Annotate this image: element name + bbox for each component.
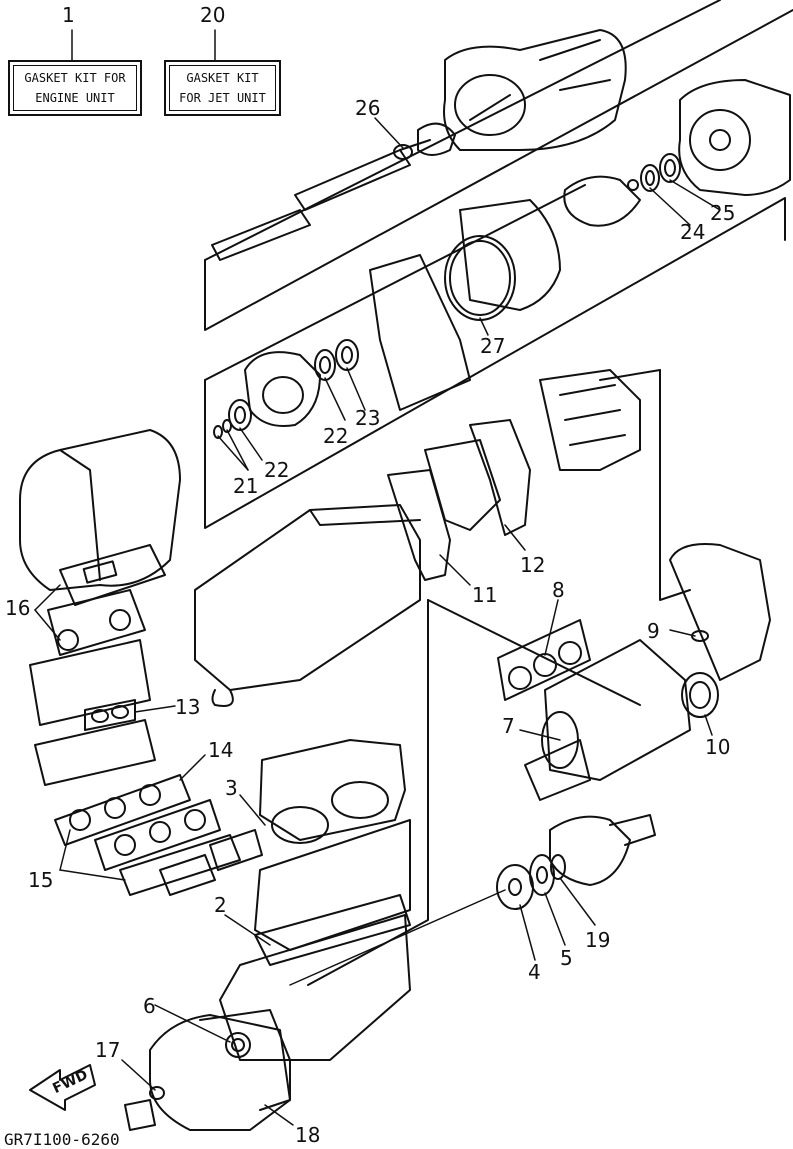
drive-shaft (211, 139, 431, 261)
impeller-housing (563, 79, 791, 227)
kit-box-jet-line2: FOR JET UNIT (179, 91, 266, 105)
kit-number-20: 20 (200, 3, 226, 27)
kit-box-engine-line2: ENGINE UNIT (35, 91, 115, 105)
callout-23: 23 (355, 406, 381, 430)
kit-box-engine-line1: GASKET KIT FOR (24, 71, 126, 85)
kit-number-1: 1 (62, 3, 75, 27)
cylinder-block (219, 739, 411, 1061)
callout-3: 3 (225, 776, 238, 800)
exhaust-manifold (29, 544, 166, 726)
water-box (19, 429, 181, 591)
front-housing (213, 339, 359, 439)
callout-8: 8 (552, 578, 565, 602)
callout-16: 16 (5, 596, 31, 620)
intake-duct (369, 199, 561, 411)
kit-box-engine: GASKET KIT FOR ENGINE UNIT (8, 60, 142, 116)
callout-12: 12 (520, 553, 546, 577)
callout-15: 15 (28, 868, 54, 892)
callout-10: 10 (705, 735, 731, 759)
leader-lines (34, 29, 721, 1126)
gaskets-13-14-15 (34, 699, 263, 896)
seal-plates (496, 814, 656, 910)
exhaust-pipe (497, 543, 771, 801)
callout-4: 4 (528, 960, 541, 984)
fwd-arrow (29, 1064, 96, 1111)
callout-26: 26 (355, 96, 381, 120)
callout-25: 25 (710, 201, 736, 225)
callout-13: 13 (175, 695, 201, 719)
callout-9: 9 (647, 619, 660, 643)
oring-26 (393, 122, 456, 160)
seals-24-25 (627, 153, 681, 192)
muffler (194, 504, 421, 707)
kit-box-jet: GASKET KIT FOR JET UNIT (164, 60, 281, 116)
drawing-code: GR7I100-6260 (4, 1130, 120, 1149)
callout-7: 7 (502, 714, 515, 738)
jet-unit-frame (204, 0, 793, 529)
callout-17: 17 (95, 1038, 121, 1062)
callout-6: 6 (143, 994, 156, 1018)
callout-2: 2 (214, 893, 227, 917)
magneto-cover (124, 1009, 291, 1131)
callout-18: 18 (295, 1123, 321, 1147)
callout-14: 14 (208, 738, 234, 762)
callout-22-lower: 22 (264, 458, 290, 482)
jet-pump-housing (443, 29, 627, 151)
gaskets-11-12 (387, 369, 641, 581)
callout-27: 27 (480, 334, 506, 358)
callout-22-upper: 22 (323, 424, 349, 448)
kit-box-jet-line1: GASKET KIT (186, 71, 259, 85)
callout-19: 19 (585, 928, 611, 952)
callout-5: 5 (560, 946, 573, 970)
callout-11: 11 (472, 583, 498, 607)
callout-24: 24 (680, 220, 706, 244)
engine-frame (307, 369, 691, 986)
callout-21: 21 (233, 474, 259, 498)
